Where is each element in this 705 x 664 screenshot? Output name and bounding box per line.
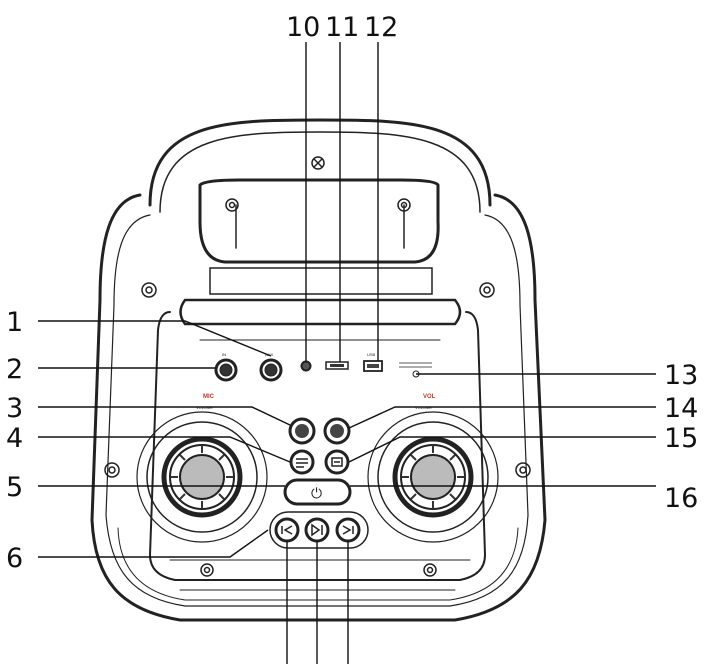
leader-1	[38, 320, 272, 357]
mic-volume-knob	[136, 411, 268, 543]
next-button	[335, 517, 361, 543]
mic-echo-button	[288, 417, 316, 445]
power-icon: ⏻	[311, 486, 322, 502]
callout-4: 4	[6, 423, 23, 454]
mode-button	[324, 449, 350, 475]
screw-top	[311, 156, 325, 170]
sd-card-slot	[325, 361, 349, 370]
screw-side-left	[141, 282, 157, 298]
callout-10: 10	[286, 12, 320, 43]
leader-15	[348, 436, 656, 463]
speaker-body	[90, 118, 547, 622]
headphone-jack	[300, 360, 312, 372]
screw-handle-right	[397, 198, 411, 212]
aux-in-label: AUX	[265, 352, 274, 357]
playback-button-group	[269, 511, 369, 549]
callout-1: 1	[6, 307, 23, 338]
screw-handle-left	[225, 198, 239, 212]
screw-bottom-left	[200, 563, 214, 577]
screw-mid-left	[104, 462, 120, 478]
leader-4	[38, 436, 291, 463]
callout-11: 11	[325, 12, 359, 43]
eq-button	[289, 449, 315, 475]
input-jacks	[214, 358, 432, 382]
vol-label: VOL	[423, 394, 436, 400]
mic-label: MIC	[203, 394, 215, 400]
callout-labels: 1 2 3 4 5 6 10 11 12 13 14 15 16	[6, 12, 698, 574]
aux-in-jack	[259, 358, 283, 382]
indicator-light	[399, 362, 432, 378]
master-volume-knob	[367, 411, 499, 543]
center-buttons	[269, 417, 369, 549]
screw-side-right	[479, 282, 495, 298]
callout-13: 13	[664, 360, 698, 391]
leader-6	[38, 529, 269, 558]
callout-14: 14	[664, 393, 698, 424]
screw-mid-right	[515, 462, 531, 478]
screws	[104, 156, 531, 577]
leader-lines	[38, 42, 656, 664]
callout-5: 5	[6, 472, 23, 503]
usb-label: USB	[367, 352, 376, 357]
callout-15: 15	[664, 423, 698, 454]
mic-in-jack	[214, 358, 238, 382]
usb-port	[363, 360, 383, 372]
play-pause-button	[304, 517, 330, 543]
callout-3: 3	[6, 393, 23, 424]
callout-12: 12	[364, 12, 398, 43]
callout-16: 16	[664, 483, 698, 514]
callout-6: 6	[6, 543, 23, 574]
previous-button	[274, 517, 300, 543]
callout-2: 2	[6, 354, 23, 385]
leader-14	[348, 406, 656, 429]
bass-button	[323, 417, 351, 445]
leader-3	[38, 406, 291, 426]
power-button	[283, 478, 352, 506]
screw-bottom-right	[423, 563, 437, 577]
mic-in-label: IN	[222, 352, 226, 357]
